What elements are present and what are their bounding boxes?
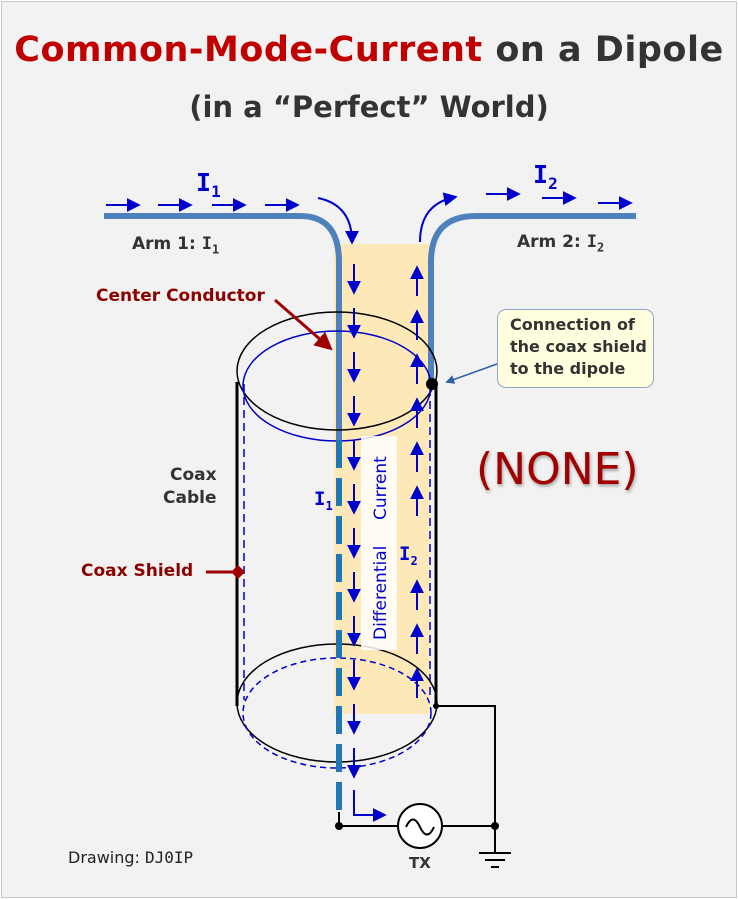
down-arrow	[353, 790, 387, 822]
center-conductor-pointer	[274, 298, 333, 351]
junction-dot	[335, 822, 343, 830]
title-highlight: Common-Mode-Current	[14, 30, 483, 70]
current-arrow	[419, 192, 458, 243]
title-rest: on a Dipole	[495, 30, 724, 70]
coax-label-line2: Cable	[163, 488, 217, 508]
dipole-arm-1	[104, 213, 342, 440]
drawing-credit: Drawing: DJ0IP	[68, 848, 194, 867]
arm2-current-symbol: I2	[533, 160, 558, 193]
center-conductor-label: Center Conductor	[96, 286, 265, 306]
callout-pointer	[445, 363, 498, 384]
tx-label: TX	[409, 854, 431, 872]
junction-dot	[433, 703, 439, 709]
coax-shield-label: Coax Shield	[81, 561, 194, 581]
callout-line: Connection of	[510, 315, 635, 334]
page-title: Common-Mode-Current on a Dipole	[0, 30, 738, 70]
common-mode-result: (NONE)	[476, 444, 639, 495]
callout-line: the coax shield	[510, 337, 647, 356]
coax-shield-marker	[231, 565, 245, 579]
current-label: Current	[371, 456, 391, 520]
shield-connection-callout: Connection of the coax shield to the dip…	[497, 309, 654, 388]
shield-connection-dot	[426, 378, 438, 390]
cable-top-ellipse	[236, 311, 438, 431]
current-arrow	[317, 197, 359, 245]
inner-current-symbol: I1	[314, 488, 333, 513]
dipole-arm-2	[428, 213, 636, 384]
arm1-label: Arm 1: I1	[132, 234, 220, 257]
page-subtitle: (in a “Perfect” World)	[189, 90, 549, 124]
coax-label-line1: Coax	[170, 465, 217, 485]
differential-label: Differential	[371, 546, 391, 640]
ground-wire	[436, 705, 496, 827]
arm1-current-symbol: I1	[196, 168, 221, 201]
shield-current-symbol: I2	[399, 543, 418, 568]
sine-icon	[405, 818, 435, 836]
junction-dot	[491, 822, 499, 830]
callout-line: to the dipole	[510, 359, 626, 378]
cable-bottom-inner-ellipse	[242, 657, 432, 769]
differential-label-box	[361, 436, 397, 650]
arm2-label: Arm 2: I2	[517, 232, 605, 255]
